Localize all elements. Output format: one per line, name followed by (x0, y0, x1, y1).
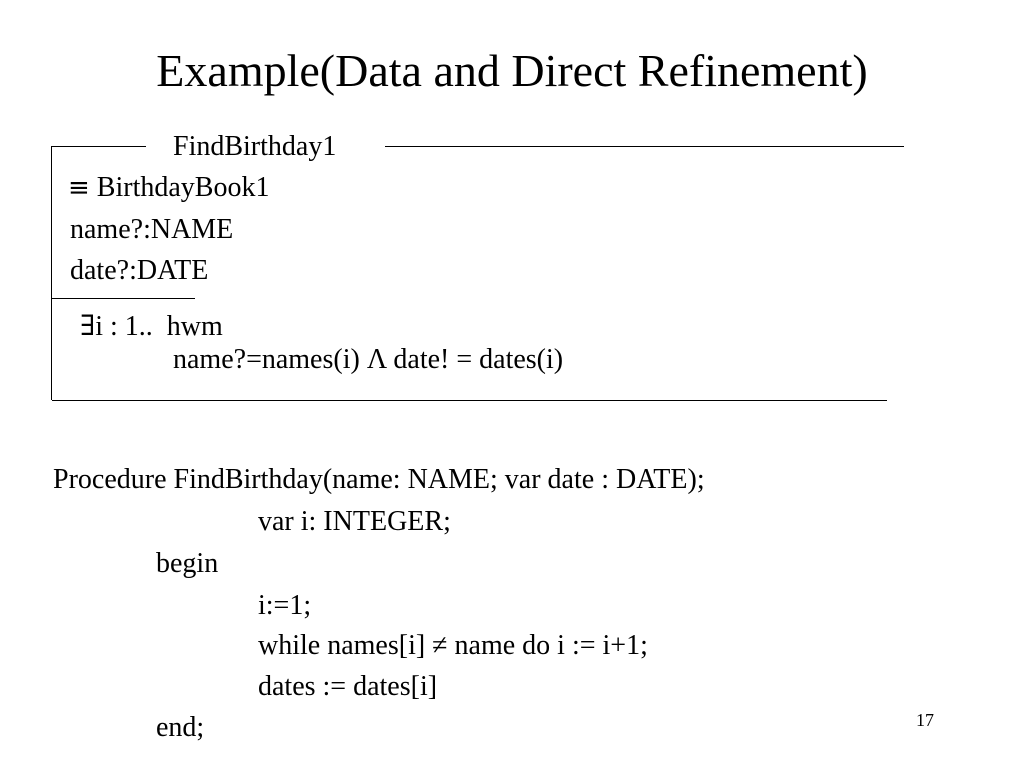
schema-decl-date: date?:DATE (70, 255, 209, 286)
schema-decl-text: BirthdayBook1 (89, 172, 270, 203)
code-line-begin: begin (156, 548, 219, 579)
schema-bottom-line (52, 400, 887, 401)
schema-decl-delta: ≡ BirthdayBook1 (68, 174, 269, 202)
code-line-var: var i: INTEGER; (258, 506, 451, 537)
code-line-end: end; (156, 712, 205, 743)
schema-top-line-right (385, 146, 904, 147)
schema-predicate-quantifier: ∃i : 1.. hwm (80, 312, 223, 341)
schema-left-border (51, 146, 52, 400)
code-line-dates: dates := dates[i] (258, 671, 438, 702)
schema-predicate-body: name?=names(i) Λ date! = dates(i) (173, 344, 564, 375)
slide-title: Example(Data and Direct Refinement) (156, 45, 868, 96)
exists-icon: ∃ (80, 309, 96, 342)
schema-top-line-left (52, 146, 146, 147)
code-line-while: while names[i] ≠ name do i := i+1; (258, 630, 648, 661)
schema-divider (52, 298, 195, 299)
page-number: 17 (916, 710, 934, 730)
quantifier-range: i : 1.. hwm (95, 311, 223, 342)
code-line-header: Procedure FindBirthday(name: NAME; var d… (53, 464, 705, 495)
schema-decl-name: name?:NAME (70, 214, 234, 245)
equivalence-icon: ≡ (68, 173, 90, 203)
code-line-assign: i:=1; (258, 590, 312, 621)
schema-name: FindBirthday1 (173, 131, 337, 162)
